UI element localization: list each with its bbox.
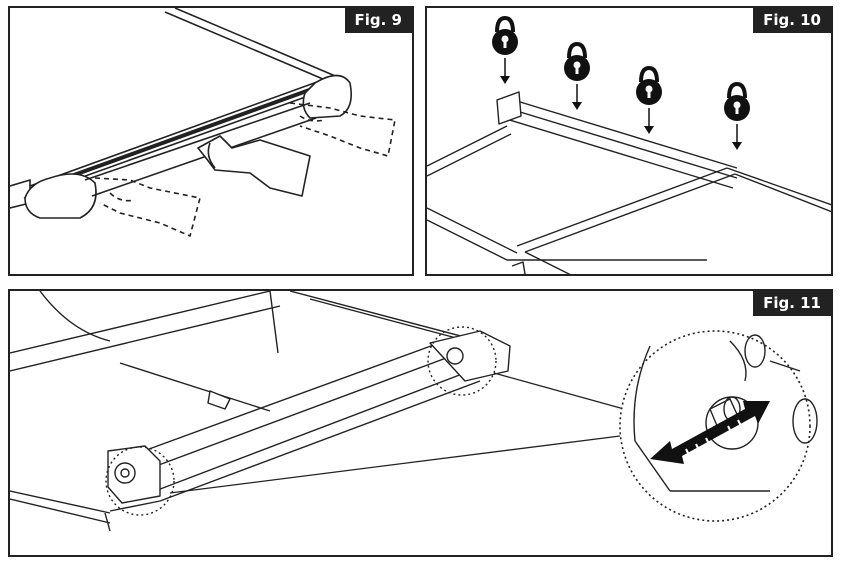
zoom-detail xyxy=(619,330,818,522)
double-arrow-icon xyxy=(650,401,770,464)
padlock-icon xyxy=(492,15,518,84)
padlock-icon xyxy=(636,65,662,134)
padlock-icon xyxy=(564,41,590,110)
figure-label: Fig. 9 xyxy=(344,8,412,33)
figure-9-panel: Fig. 9 xyxy=(8,6,414,276)
figure-label: Fig. 11 xyxy=(753,291,831,316)
figure-10-drawing xyxy=(427,15,831,274)
figure-label: Fig. 10 xyxy=(753,8,831,33)
figure-10-panel: Fig. 10 xyxy=(425,6,833,276)
padlock-icons xyxy=(492,15,750,150)
figure-11-panel: Fig. 11 xyxy=(8,289,833,557)
figure-11-drawing xyxy=(10,291,818,532)
figure-9-drawing xyxy=(10,8,396,237)
padlock-icon xyxy=(724,81,750,150)
